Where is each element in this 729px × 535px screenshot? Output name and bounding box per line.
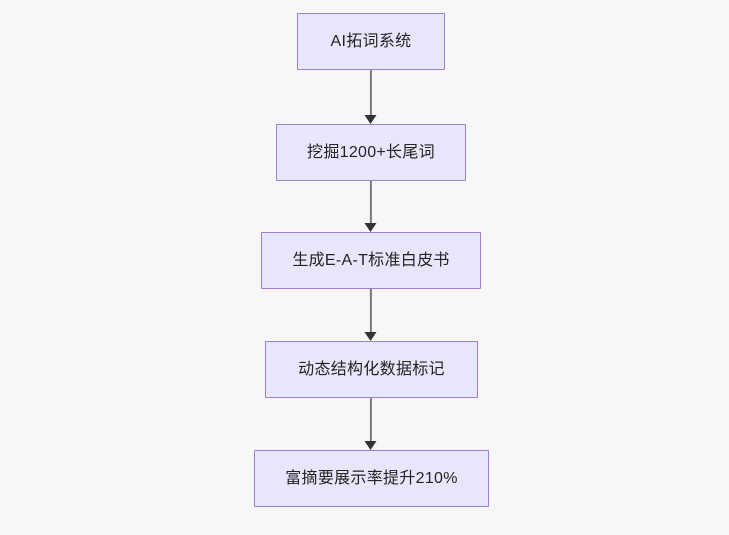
arrowhead-icon (364, 441, 377, 450)
arrowhead-icon (364, 223, 377, 232)
edge-line (369, 289, 373, 333)
flow-node-label: AI拓词系统 (330, 32, 412, 50)
edge-line (369, 398, 373, 442)
edge-line (369, 70, 373, 116)
arrowhead-icon (364, 115, 377, 124)
flow-node-label: 生成E-A-T标准白皮书 (292, 251, 450, 269)
flow-node-label: 挖掘1200+长尾词 (307, 143, 435, 161)
flow-node-n1[interactable]: AI拓词系统 (297, 13, 445, 70)
flow-node-label: 富摘要展示率提升210% (285, 469, 458, 487)
arrowhead-icon (364, 332, 377, 341)
flow-node-label: 动态结构化数据标记 (298, 360, 445, 378)
flow-node-n3[interactable]: 生成E-A-T标准白皮书 (261, 232, 481, 289)
flow-node-n4[interactable]: 动态结构化数据标记 (265, 341, 478, 398)
flow-node-n5[interactable]: 富摘要展示率提升210% (254, 450, 489, 507)
edge-line (369, 181, 373, 224)
flow-node-n2[interactable]: 挖掘1200+长尾词 (276, 124, 466, 181)
